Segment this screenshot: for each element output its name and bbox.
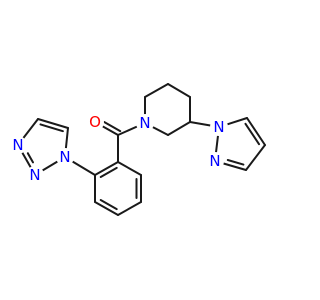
atom-pyrazole-nitrogen-1: N [210,118,228,136]
bond-npip-c2 [151,125,169,136]
bond-b2-ntz1 [70,160,96,176]
bond-c2-c3 [167,121,191,136]
bond-b3-b4 [94,201,119,216]
atom-oxygen: O [86,113,104,131]
bond-ntz3-ctz4 [21,118,39,140]
bond-ntz1-ntz2 [40,160,60,172]
atom-triazole-nitrogen-1: N [56,148,74,166]
bond-ccarb-o-second [103,121,122,133]
bond-ntz2-ntz3 [20,150,33,170]
atom-pyrazole-nitrogen-1-label: N [213,118,224,136]
bond-b6-b1 [117,161,142,176]
bond-ccarb-npip [117,125,139,136]
bond-cpz5-npz1 [225,117,248,126]
atom-pyrazole-nitrogen-2: N [206,152,224,170]
atom-label-layer: O N N N N N N [9,113,228,184]
atom-triazole-nitrogen-3: N [9,136,27,154]
bond-cpz3-cpz4 [245,144,266,171]
bond-b1-b2-inner [99,166,118,178]
atom-piperidine-nitrogen-label: N [139,114,150,132]
bond-cpz4-cpz5 [246,117,266,146]
atom-triazole-nitrogen-3-label: N [12,136,23,154]
bond-b3-b4-inner [99,199,118,211]
bond-npz2-cpz3 [221,162,247,171]
bond-b4-b5 [117,201,142,216]
bond-ctz4-ctz5 [37,118,69,129]
bond-c3-npz1 [189,121,213,127]
atom-pyrazole-nitrogen-2-label: N [209,152,220,170]
bond-layer [20,83,266,216]
bond-ctz5-ntz1 [64,127,69,151]
bond-npz1-npz2 [214,133,220,155]
atom-triazole-nitrogen-1-label: N [59,148,70,166]
molecule-structure-diagram: O N N N N N N [9,83,266,216]
bond-b1-b2 [94,161,119,176]
atom-triazole-nitrogen-2: N [26,166,44,184]
bond-cpz4-cpz5-inner [244,122,261,146]
atom-triazole-nitrogen-2-label: N [29,166,40,184]
bond-ccarb-o [100,124,119,136]
atom-oxygen-label: O [89,113,101,131]
bond-npz2-cpz3-inner [226,159,245,166]
bond-c4-c5 [167,83,191,98]
bond-ntz2-ntz3-inner [26,152,34,164]
bond-ctz4-ctz5-inner [39,123,64,133]
atom-piperidine-nitrogen: N [136,114,154,132]
bond-c5-c6 [144,83,169,98]
